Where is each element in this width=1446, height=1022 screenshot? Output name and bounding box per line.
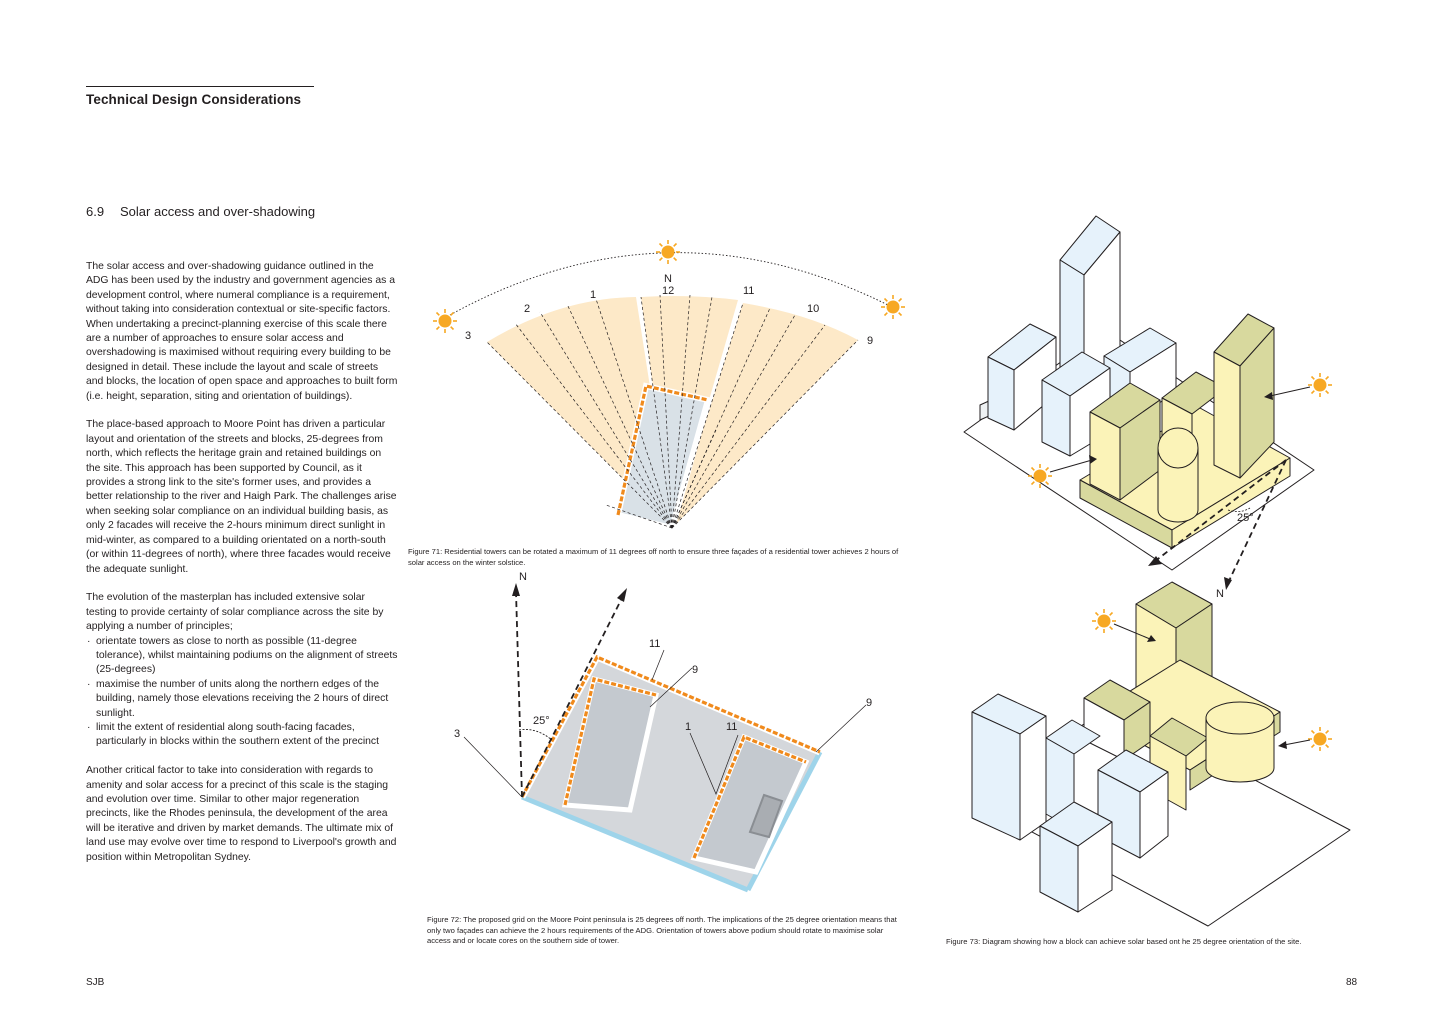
label-hour: 2 xyxy=(524,303,530,315)
footer-brand: SJB xyxy=(86,977,105,988)
section-title: Solar access and over-shadowing xyxy=(120,204,316,219)
section-heading: 6.9 Solar access and over-shadowing xyxy=(86,204,315,219)
body-paragraph-1: The solar access and over-shadowing guid… xyxy=(86,261,398,402)
page-number: 88 xyxy=(1346,977,1358,988)
label-hour: 9 xyxy=(866,697,872,709)
label-north: N xyxy=(664,273,672,285)
building-core xyxy=(748,793,784,839)
sun-icon xyxy=(1091,608,1117,634)
section-number: 6.9 xyxy=(86,204,105,219)
principle-item: limit the extent of residential along so… xyxy=(86,721,398,750)
body-paragraph-3: The evolution of the masterplan has incl… xyxy=(86,592,384,633)
header-rule xyxy=(86,86,314,87)
label-angle: 25° xyxy=(1237,512,1254,524)
sun-icon xyxy=(1307,372,1333,398)
principles-list: orientate towers as close to north as po… xyxy=(86,635,398,750)
label-hour: 12 xyxy=(662,285,674,297)
body-paragraph-4: Another critical factor to take into con… xyxy=(86,765,397,863)
label-hour: 10 xyxy=(807,303,819,315)
label-hour: 3 xyxy=(465,330,471,342)
label-hour: 1 xyxy=(590,289,596,301)
page-header-title: Technical Design Considerations xyxy=(86,92,302,107)
figure-73-caption: Figure 73: Diagram showing how a block c… xyxy=(946,937,1302,946)
label-hour: 3 xyxy=(454,728,460,740)
sun-icon xyxy=(1027,463,1053,489)
body-text: The solar access and over-shadowing guid… xyxy=(86,260,398,879)
label-north: N xyxy=(1216,588,1224,600)
body-paragraph-2: The place-based approach to Moore Point … xyxy=(86,419,397,575)
label-hour: 11 xyxy=(649,638,660,650)
sun-icon xyxy=(1307,726,1333,752)
label-hour: 11 xyxy=(726,721,737,733)
figure-72-caption: Figure 72: The proposed grid on the Moor… xyxy=(427,915,897,946)
label-hour: 11 xyxy=(743,285,754,297)
label-hour: 9 xyxy=(867,335,873,347)
label-hour: 1 xyxy=(685,721,691,733)
label-north: N xyxy=(519,571,527,583)
figure-71-caption: Figure 71: Residential towers can be rot… xyxy=(408,547,899,567)
principle-item: maximise the number of units along the n… xyxy=(86,678,398,721)
label-hour: 9 xyxy=(692,664,698,676)
label-angle: 25° xyxy=(533,715,550,727)
principle-item: orientate towers as close to north as po… xyxy=(86,635,398,678)
